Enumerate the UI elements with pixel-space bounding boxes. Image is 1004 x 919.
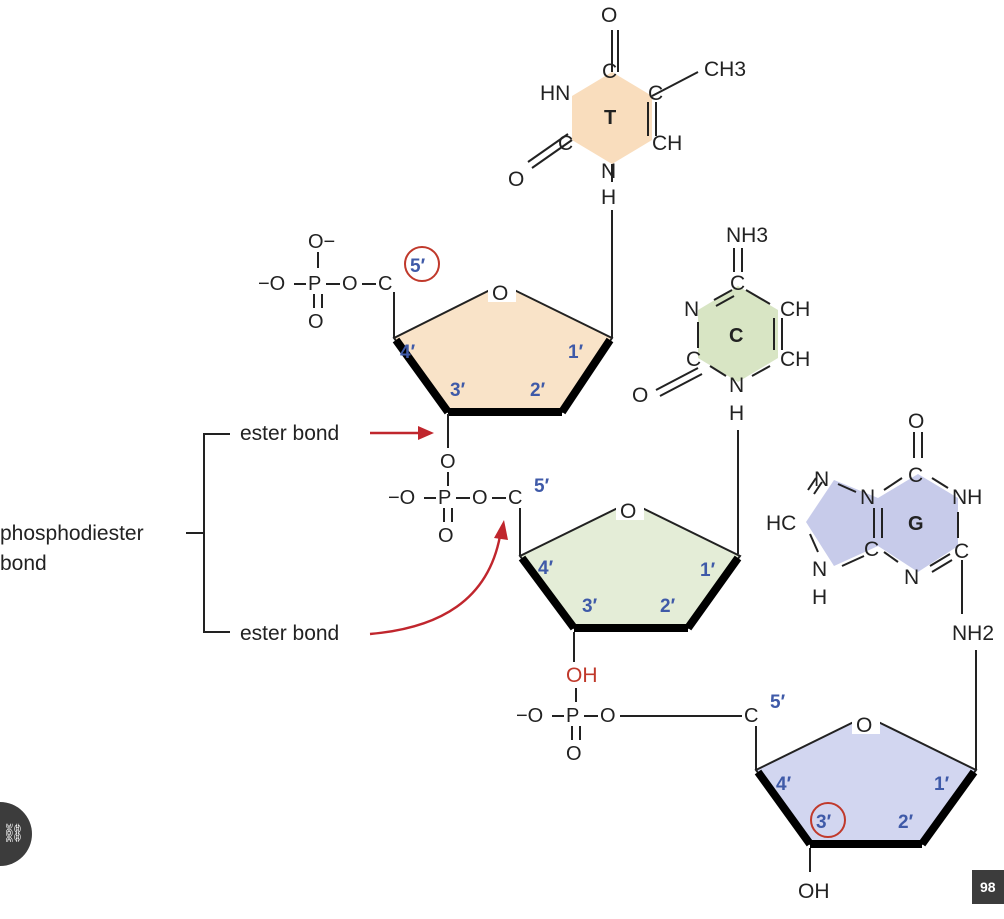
thymine-carbonyl-o: O xyxy=(601,4,617,27)
cytosine-c-top: C xyxy=(730,272,745,295)
thymine-hn: HN xyxy=(540,82,570,105)
cytosine-c-left: C xyxy=(686,348,701,371)
middle-phosphate: O −O P O C O 5′ xyxy=(388,414,550,547)
guanine-h: H xyxy=(812,586,827,609)
link-icon: ⛓ xyxy=(2,823,25,843)
bottom-sugar-ring-o: O xyxy=(856,714,872,737)
cytosine-amino: NH3 xyxy=(726,224,768,247)
bottom-sugar: O 4′ 1′ 3′ 2′ OH xyxy=(754,712,978,903)
bottom-phosphate-p: P xyxy=(566,705,579,727)
bottom-sugar-oh: OH xyxy=(798,880,830,903)
guanine-nh: NH xyxy=(952,486,982,509)
top-phosphate-neg-o-top: O− xyxy=(308,231,335,253)
thymine-base: O C CH3 HN C T C CH O N H xyxy=(508,4,746,338)
guanine-hc: HC xyxy=(766,512,796,535)
thymine-c-top: C xyxy=(602,60,617,83)
guanine-n3: N xyxy=(904,566,919,589)
guanine-five-ring xyxy=(806,480,878,566)
guanine-letter: G xyxy=(908,513,924,535)
ester-arrow-bottom xyxy=(369,535,502,636)
cytosine-ch-upper: CH xyxy=(780,298,810,321)
top-sugar-c1: 1′ xyxy=(568,342,584,363)
top-phosphate-o-bridge: O xyxy=(342,273,358,295)
guanine-n9: N xyxy=(812,558,827,581)
thymine-c-left: C xyxy=(558,132,573,155)
guanine-c-top: C xyxy=(908,464,923,487)
ester-bond-label-top: ester bond xyxy=(240,422,339,445)
cytosine-base: NH3 C N CH C C CH O N H xyxy=(632,224,810,554)
top-sugar-c5: 5′ xyxy=(410,256,426,277)
cytosine-o: O xyxy=(632,384,648,407)
ester-arrowhead-top xyxy=(418,426,434,440)
top-sugar-c3: 3′ xyxy=(450,380,466,401)
thymine-c-right: C xyxy=(648,82,663,105)
middle-sugar-ring-o: O xyxy=(620,500,636,523)
cytosine-letter: C xyxy=(729,325,743,347)
top-sugar-ring-o: O xyxy=(492,282,508,305)
top-phosphate-neg-o-left: −O xyxy=(258,273,285,295)
guanine-base: O C N N NH HC G C C N N H NH2 xyxy=(766,410,994,770)
middle-phosphate-p: P xyxy=(438,487,451,509)
bottom-phosphate-o-bridge: O xyxy=(600,705,616,727)
middle-sugar-c3: 3′ xyxy=(582,596,598,617)
thymine-letter: T xyxy=(604,107,616,129)
middle-sugar-c1: 1′ xyxy=(700,560,716,581)
bottom-sugar-c1: 1′ xyxy=(934,774,950,795)
middle-phosphate-c: C xyxy=(508,487,522,509)
thymine-ring xyxy=(572,72,652,164)
guanine-amino: NH2 xyxy=(952,622,994,645)
bottom-sugar-c3: 3′ xyxy=(816,812,832,833)
middle-sugar-c4: 4′ xyxy=(538,558,554,579)
top-sugar-c4: 4′ xyxy=(400,342,416,363)
bottom-sugar-c4: 4′ xyxy=(776,774,792,795)
bottom-3prime-highlight xyxy=(810,802,846,838)
bottom-phosphate-oh: OH xyxy=(566,664,598,687)
guanine-n-mid: N xyxy=(860,486,875,509)
bottom-phosphate-o-bottom: O xyxy=(566,743,582,765)
phosphodiester-label-line2: bond xyxy=(0,552,47,575)
thymine-methyl: CH3 xyxy=(704,58,746,81)
cytosine-h: H xyxy=(729,402,744,425)
phosphodiester-label-line1: phosphodiester xyxy=(0,522,144,545)
top-phosphate: O− −O P O C O xyxy=(258,231,392,333)
bottom-phosphate-neg-o-left: −O xyxy=(516,705,543,727)
thymine-h: H xyxy=(601,186,616,209)
top-phosphate-o-bottom: O xyxy=(308,311,324,333)
middle-phosphate-neg-o-left: −O xyxy=(388,487,415,509)
cytosine-n-bottom: N xyxy=(729,374,744,397)
phosphodiester-bracket xyxy=(203,433,230,633)
top-sugar-c2: 2′ xyxy=(530,380,546,401)
ester-bond-label-bottom: ester bond xyxy=(240,622,339,645)
cytosine-ring xyxy=(698,286,778,382)
ester-arrowhead-bottom xyxy=(494,520,508,540)
top-phosphate-c: C xyxy=(378,273,392,295)
middle-phosphate-o-top: O xyxy=(440,451,456,473)
page-badge: 98 xyxy=(972,870,1004,904)
thymine-ch: CH xyxy=(652,132,682,155)
middle-sugar-c2: 2′ xyxy=(660,596,676,617)
top-phosphate-p: P xyxy=(308,273,321,295)
middle-sugar-c5: 5′ xyxy=(534,476,550,497)
top-sugar: O 4′ 1′ 3′ 2′ 5′ xyxy=(392,246,614,416)
cytosine-n-left: N xyxy=(684,298,699,321)
guanine-six-ring xyxy=(878,474,958,572)
middle-phosphate-o-bottom: O xyxy=(438,525,454,547)
bottom-sugar-c5: 5′ xyxy=(770,692,786,713)
thymine-n: N xyxy=(601,160,616,183)
middle-phosphate-o-bridge: O xyxy=(472,487,488,509)
top-5prime-highlight xyxy=(404,246,440,282)
guanine-o: O xyxy=(908,410,924,433)
guanine-c-mid: C xyxy=(864,538,879,561)
middle-sugar: O 4′ 1′ 3′ 2′ xyxy=(518,498,742,662)
bottom-sugar-c2: 2′ xyxy=(898,812,914,833)
bottom-phosphate: OH −O P O C O 5′ xyxy=(516,664,786,765)
guanine-n7: N xyxy=(814,468,829,491)
thymine-o-left: O xyxy=(508,168,524,191)
bond-annotations: ester bond ester bond phosphodiester bon… xyxy=(0,422,508,645)
bottom-phosphate-c: C xyxy=(744,705,758,727)
cytosine-ch-lower: CH xyxy=(780,348,810,371)
guanine-c-right: C xyxy=(954,540,969,563)
